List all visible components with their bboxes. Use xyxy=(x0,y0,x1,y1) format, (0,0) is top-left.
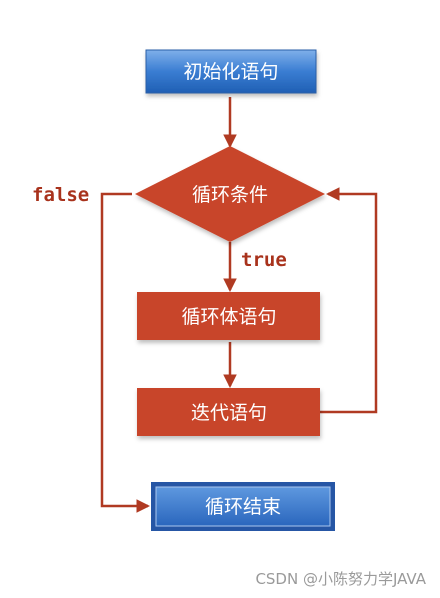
node-init-label: 初始化语句 xyxy=(183,61,278,83)
node-iteration-statement xyxy=(137,388,320,436)
edge-label-true: true xyxy=(241,249,287,271)
edge-label-false: false xyxy=(32,184,89,206)
node-condition-label: 循环条件 xyxy=(192,184,268,206)
node-end-label: 循环结束 xyxy=(205,496,281,518)
node-loop-body xyxy=(137,292,320,340)
node-init-statement xyxy=(145,49,317,94)
arrow-condition-to-end-false xyxy=(100,192,151,513)
arrow-iteration-loop-back xyxy=(320,187,378,414)
watermark-text: CSDN @小陈努力学JAVA xyxy=(255,570,426,588)
node-loop-end xyxy=(151,482,335,531)
node-body-label: 循环体语句 xyxy=(181,306,276,328)
node-iteration-label: 迭代语句 xyxy=(191,402,267,424)
node-loop-condition xyxy=(135,146,325,242)
